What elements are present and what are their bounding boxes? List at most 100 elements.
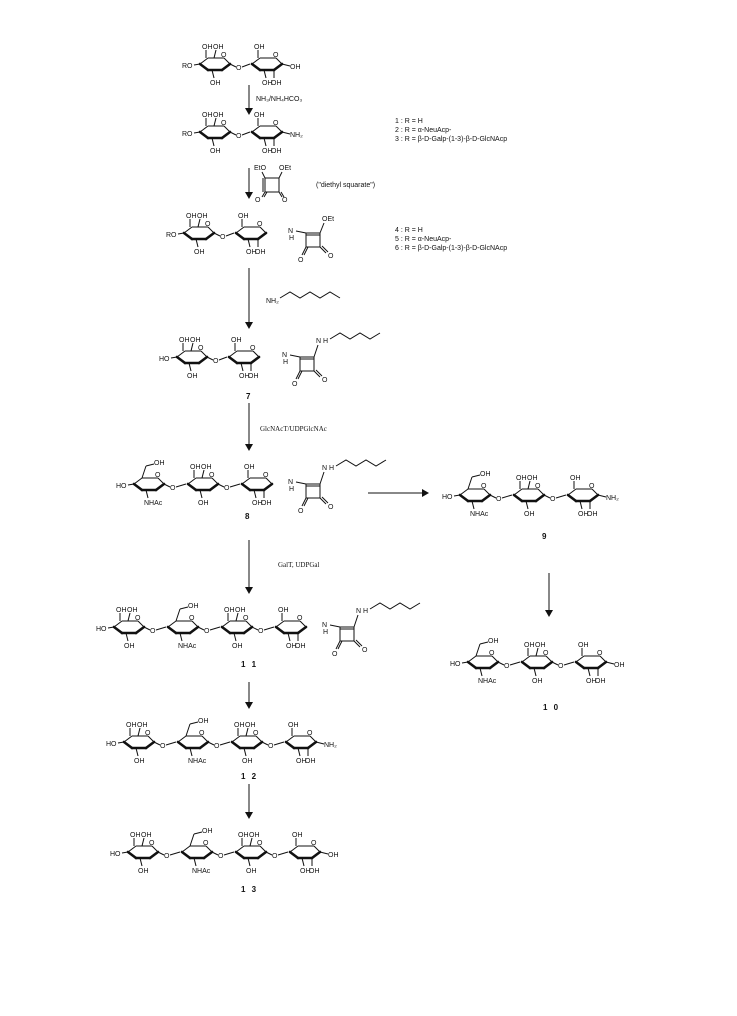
svg-text:HO: HO <box>450 661 461 668</box>
svg-text:EtO: EtO <box>254 165 267 172</box>
svg-text:H: H <box>289 486 294 493</box>
svg-text:O: O <box>189 615 195 622</box>
svg-text:O: O <box>597 650 603 657</box>
svg-text:N: N <box>316 338 321 345</box>
svg-text:N: N <box>288 228 293 235</box>
svg-text:OH: OH <box>254 44 265 51</box>
svg-text:RO: RO <box>166 232 177 239</box>
svg-text:OH: OH <box>524 642 535 649</box>
svg-text:OH: OH <box>290 64 301 71</box>
legend-compounds-4-6: 4 : R = H 5 : R = α-NeuAcp- 6 : R = β-D-… <box>395 227 507 252</box>
legend-compounds-1-3: 1 : R = H 2 : R = α-NeuAcp- 3 : R = β-D-… <box>395 118 507 143</box>
svg-text:OH: OH <box>524 511 535 518</box>
svg-text:OH: OH <box>213 112 224 119</box>
compound-number-11: 1 1 <box>241 660 258 669</box>
svg-text:O: O <box>298 257 304 264</box>
svg-text:O: O <box>332 651 338 658</box>
svg-text:OH: OH <box>197 213 208 220</box>
svg-text:N: N <box>356 608 361 615</box>
svg-text:OH: OH <box>249 832 260 839</box>
svg-text:O: O <box>203 840 209 847</box>
hexylamine-structure: NH₂ <box>266 291 341 305</box>
svg-text:O: O <box>135 615 141 622</box>
svg-text:O: O <box>273 120 279 127</box>
svg-text:OH: OH <box>252 500 263 507</box>
svg-text:NHAc: NHAc <box>478 678 497 685</box>
svg-text:1 : R = H: 1 : R = H <box>395 118 423 125</box>
svg-text:OH: OH <box>309 868 320 875</box>
svg-text:OH: OH <box>296 758 307 765</box>
svg-text:OH: OH <box>288 722 299 729</box>
svg-text:O: O <box>199 730 205 737</box>
svg-text:OH: OH <box>224 607 235 614</box>
svg-text:OH: OH <box>188 603 199 610</box>
svg-text:O: O <box>322 377 328 384</box>
svg-text:NHAc: NHAc <box>470 511 489 518</box>
svg-text:OH: OH <box>586 678 597 685</box>
svg-text:O: O <box>311 840 317 847</box>
svg-text:HO: HO <box>110 851 121 858</box>
svg-text:OH: OH <box>587 511 598 518</box>
svg-text:OEt: OEt <box>322 216 334 223</box>
svg-text:O: O <box>205 221 211 228</box>
svg-text:O: O <box>496 496 502 503</box>
svg-text:OH: OH <box>578 642 589 649</box>
svg-text:OH: OH <box>244 464 255 471</box>
svg-text:H: H <box>323 338 328 345</box>
svg-text:OH: OH <box>126 722 137 729</box>
svg-text:NHAc: NHAc <box>178 643 197 650</box>
svg-text:O: O <box>258 628 264 635</box>
svg-text:OH: OH <box>262 148 273 155</box>
svg-text:NHAc: NHAc <box>188 758 207 765</box>
svg-text:O: O <box>198 345 204 352</box>
svg-text:O: O <box>218 853 224 860</box>
svg-text:O: O <box>273 52 279 59</box>
svg-text:OH: OH <box>130 832 141 839</box>
reagent-ammonia: NH₃/NH₄HCO₃ <box>256 96 302 103</box>
svg-text:O: O <box>170 485 176 492</box>
svg-text:O: O <box>297 615 303 622</box>
svg-text:O: O <box>282 197 288 204</box>
svg-text:4 : R = H: 4 : R = H <box>395 227 423 234</box>
svg-text:OH: OH <box>198 500 209 507</box>
svg-text:OH: OH <box>295 643 306 650</box>
compound-number-7: 7 <box>246 392 252 401</box>
svg-text:O: O <box>160 743 166 750</box>
svg-text:OH: OH <box>535 642 546 649</box>
svg-text:HO: HO <box>442 494 453 501</box>
svg-text:O: O <box>149 840 155 847</box>
svg-text:OH: OH <box>595 678 606 685</box>
svg-text:OH: OH <box>202 44 213 51</box>
svg-text:H: H <box>323 629 328 636</box>
svg-text:O: O <box>307 730 313 737</box>
svg-text:OH: OH <box>238 213 249 220</box>
svg-text:NH₂: NH₂ <box>266 298 279 305</box>
svg-text:O: O <box>145 730 151 737</box>
compound-number-8: 8 <box>245 512 251 521</box>
